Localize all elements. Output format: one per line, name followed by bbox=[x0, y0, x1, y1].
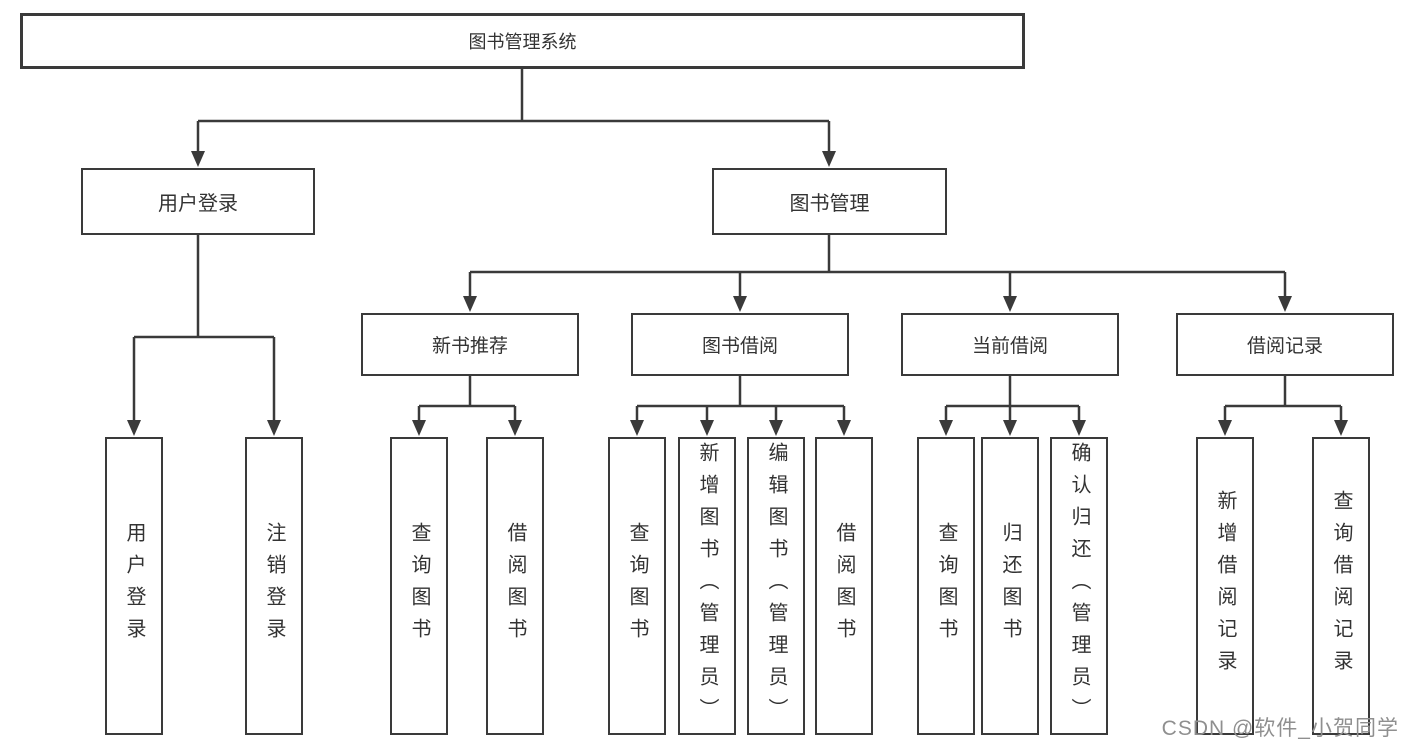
leaf-query-books-borrowing: 查询图书 bbox=[608, 437, 666, 735]
leaf-confirm-return-admin: 确认归还（管理员） bbox=[1050, 437, 1108, 735]
leaf-borrow-books-borrowing: 借阅图书 bbox=[815, 437, 873, 735]
leaf-logout-login: 注销登录 bbox=[245, 437, 303, 735]
node-user-login: 用户登录 bbox=[81, 168, 315, 235]
csdn-watermark: CSDN @软件_小贺同学 bbox=[1161, 717, 1399, 740]
node-current-borrowing: 当前借阅 bbox=[901, 313, 1119, 376]
node-borrowing-records: 借阅记录 bbox=[1176, 313, 1394, 376]
leaf-query-borrow-record: 查询借阅记录 bbox=[1312, 437, 1370, 735]
leaf-user-login: 用户登录 bbox=[105, 437, 163, 735]
leaf-return-books: 归还图书 bbox=[981, 437, 1039, 735]
node-book-management: 图书管理 bbox=[712, 168, 947, 235]
node-book-borrowing: 图书借阅 bbox=[631, 313, 849, 376]
leaf-query-books-current: 查询图书 bbox=[917, 437, 975, 735]
leaf-borrow-books-recommend: 借阅图书 bbox=[486, 437, 544, 735]
leaf-add-book-admin: 新增图书（管理员） bbox=[678, 437, 736, 735]
leaf-edit-book-admin: 编辑图书（管理员） bbox=[747, 437, 805, 735]
node-library-system: 图书管理系统 bbox=[20, 13, 1025, 69]
node-new-book-recommendation: 新书推荐 bbox=[361, 313, 579, 376]
leaf-add-borrow-record: 新增借阅记录 bbox=[1196, 437, 1254, 735]
leaf-query-books-recommend: 查询图书 bbox=[390, 437, 448, 735]
